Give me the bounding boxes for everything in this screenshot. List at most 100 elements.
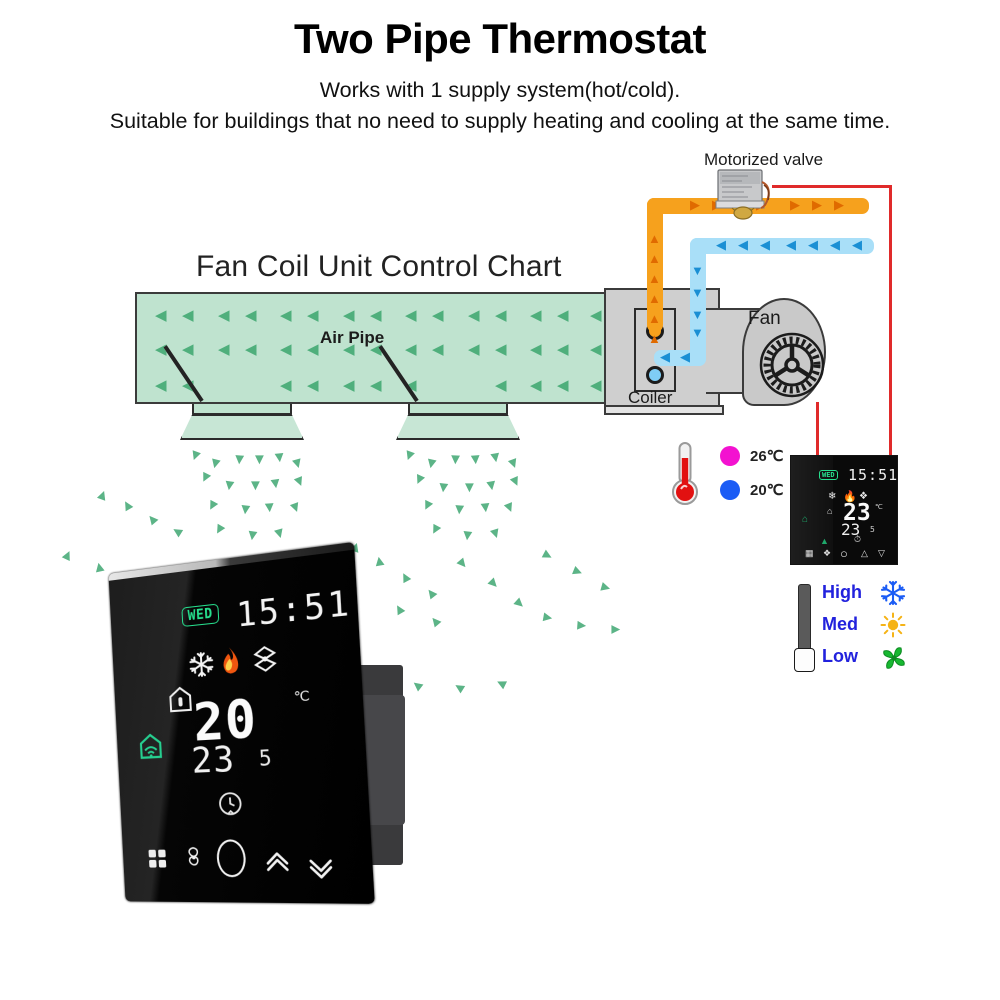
mini-clock: 15:51: [848, 466, 899, 484]
flow-arrow: ▼: [185, 444, 206, 467]
flow-arrow: ▼: [467, 450, 484, 469]
flow-arrow: ▼: [447, 450, 464, 469]
flow-arrow: ▼: [486, 447, 505, 468]
flow-arrow: ▼: [237, 500, 254, 519]
diffuser-right: [396, 414, 520, 440]
flow-arrow: ▶: [812, 197, 822, 212]
flow-arrow: ◀: [155, 307, 167, 324]
clock-display: 15:51: [235, 582, 353, 636]
flow-arrow: ▼: [289, 470, 310, 493]
flow-arrow: ▼: [248, 477, 263, 494]
thermostat-glass-face[interactable]: WED 15:51: [108, 541, 375, 904]
weekday-badge: WED: [181, 603, 220, 628]
flow-arrow: ▼: [451, 552, 474, 575]
flow-arrow: ▼: [269, 523, 289, 544]
flow-arrow: ◀: [218, 341, 230, 358]
flow-arrow: ▼: [536, 544, 559, 567]
mini-main-temp: 23: [843, 500, 871, 526]
flow-arrow: ◀: [530, 307, 542, 324]
flow-arrow: ◀: [786, 237, 796, 252]
flow-arrow: ◀: [343, 341, 355, 358]
mini-thermostat-glass-sheen: [791, 456, 833, 564]
flow-arrow: ◀: [468, 307, 480, 324]
flow-arrow: ▶: [690, 197, 700, 212]
fan-icon: [883, 647, 905, 669]
flow-arrow: ◀: [495, 307, 507, 324]
speed-label-low: Low: [822, 646, 858, 666]
flow-arrow: ▼: [537, 608, 558, 627]
snowflake-icon: [188, 650, 215, 679]
flow-arrow: ▲: [648, 251, 661, 266]
house-wifi-icon: [138, 732, 164, 760]
flow-arrow: ▲: [648, 311, 661, 326]
mini-sub-unit: 5: [870, 525, 875, 534]
chart-title: Fan Coil Unit Control Chart: [196, 250, 562, 283]
flow-arrow: ▼: [166, 520, 189, 543]
flow-arrow: ◀: [343, 307, 355, 324]
flow-arrow: ▼: [482, 475, 501, 496]
diffuser-neck-left: [192, 404, 292, 415]
mode-grid-icon[interactable]: [147, 849, 167, 870]
flow-arrow: ◀: [852, 237, 862, 252]
mini-house-wifi-icon: ⌂: [802, 514, 809, 525]
flow-arrow: ▼: [201, 494, 223, 517]
speed-slider-track[interactable]: [798, 584, 811, 656]
flow-arrow: ▼: [691, 307, 704, 322]
flow-arrow: ◀: [182, 377, 194, 394]
flow-arrow: ◀: [830, 237, 840, 252]
page-title: Two Pipe Thermostat: [293, 15, 707, 62]
flow-arrow: ▼: [231, 450, 248, 469]
cold-return-pipe-vertical: [690, 238, 706, 366]
flow-arrow: ◀: [760, 237, 770, 252]
coil-port-cold: [646, 366, 664, 384]
cold-return-pipe-horizontal: [690, 238, 874, 254]
subtitle-line-1: Works with 1 supply system(hot/cold).: [319, 78, 681, 103]
hot-supply-pipe-vertical: [647, 198, 663, 332]
power-icon[interactable]: [215, 839, 247, 878]
flow-arrow: ▶: [790, 197, 800, 212]
flow-arrow: ◀: [405, 307, 417, 324]
thermometer-icon: [672, 442, 698, 505]
flow-arrow: ◀: [660, 349, 670, 364]
mini-power-icon[interactable]: ○: [840, 546, 848, 561]
flow-arrow: ◀: [405, 341, 417, 358]
legend-dot-26: [720, 446, 740, 466]
flow-arrow: ▼: [503, 452, 524, 475]
mini-wifi-icon: ▲: [820, 536, 829, 546]
flow-arrow: ▼: [499, 496, 520, 519]
up-chevron-icon[interactable]: [264, 849, 291, 873]
flow-arrow: ◀: [495, 377, 507, 394]
mini-down-chevron-icon[interactable]: ▽: [878, 548, 885, 558]
flow-arrow: ◀: [182, 341, 194, 358]
fan-speed-icon[interactable]: [182, 846, 205, 869]
snowflake-icon: [880, 580, 906, 606]
big-thermostat[interactable]: WED 15:51: [105, 541, 435, 935]
down-chevron-icon[interactable]: [307, 858, 335, 882]
air-pipe-label: Air Pipe: [320, 328, 385, 347]
flow-arrow: ▼: [141, 508, 164, 531]
speed-slider-knob[interactable]: [794, 648, 815, 672]
mini-thermostat-panel[interactable]: WED 15:51 ❄ 🔥 ❖ ⌂ ⌂ 23 ℃ 23 5 ▲ ⏱ ▦ ❖ ○ …: [790, 455, 898, 565]
flow-arrow: ▼: [399, 444, 420, 467]
mini-flame-icon: 🔥: [843, 491, 857, 503]
flow-arrow: ▶: [834, 197, 844, 212]
fan-icon: [251, 644, 280, 674]
flow-arrow: ▼: [287, 453, 307, 474]
flow-arrow: ◀: [307, 341, 319, 358]
flow-arrow: ◀: [280, 341, 292, 358]
flow-arrow: ◀: [530, 377, 542, 394]
mini-fan-speed-icon[interactable]: ❖: [823, 548, 832, 558]
flow-arrow: ▼: [409, 468, 430, 491]
flow-arrow: ◀: [716, 237, 726, 252]
speed-label-med: Med: [822, 614, 858, 634]
diffuser-left: [180, 414, 304, 440]
subtitle-line-2: Suitable for buildings that no need to s…: [109, 108, 891, 133]
mini-main-unit: ℃: [875, 503, 883, 511]
mini-mode-grid-icon[interactable]: ▦: [805, 548, 814, 558]
temperature-legend: 26℃ 20℃: [668, 440, 788, 510]
mini-up-chevron-icon[interactable]: △: [861, 548, 868, 558]
flow-arrow: ▼: [252, 451, 267, 468]
speed-label-high: High: [822, 582, 862, 602]
flow-arrow: ▼: [477, 498, 494, 517]
flow-arrow: ◀: [245, 341, 257, 358]
